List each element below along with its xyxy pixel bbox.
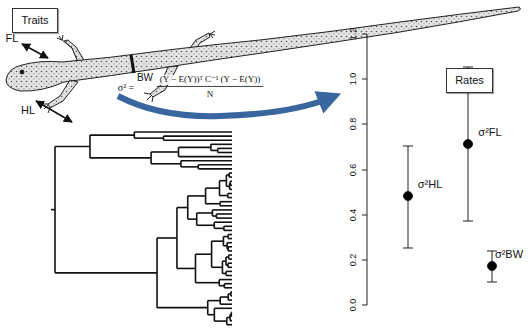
- axis-tick: 0.2: [349, 254, 359, 267]
- rate-chart: [362, 34, 497, 305]
- axis-tick: 0.6: [349, 164, 359, 177]
- axis-tick: 0.0: [349, 299, 359, 312]
- axis-tick: 1.2: [349, 28, 359, 41]
- rates-box: Rates: [446, 68, 493, 93]
- box-title: Rates: [455, 74, 484, 86]
- axis-tick: 0.4: [349, 209, 359, 222]
- formula-text: N: [206, 90, 215, 100]
- formula-text: (Y − E(Y))ᵀ C⁻¹ (Y − E(Y)): [159, 75, 262, 85]
- trait-label: HL: [21, 104, 35, 116]
- rate-label: σ²HL: [418, 178, 443, 190]
- axis-tick: 1.0: [349, 73, 359, 86]
- curved-arrow: [118, 96, 330, 116]
- formula-text: σ² =: [117, 82, 136, 93]
- rate-label: σ²BW: [495, 248, 523, 260]
- trait-label: BW: [136, 72, 154, 83]
- traits-box: Traits: [12, 8, 58, 33]
- fraction-bar: [157, 86, 264, 87]
- trait-label: FL: [6, 32, 19, 44]
- axis-tick: 0.8: [349, 118, 359, 131]
- box-title: Traits: [21, 14, 48, 26]
- salamander-drawing: [6, 7, 520, 122]
- phylogeny-tree: [51, 132, 232, 325]
- rate-label: σ²FL: [478, 126, 501, 138]
